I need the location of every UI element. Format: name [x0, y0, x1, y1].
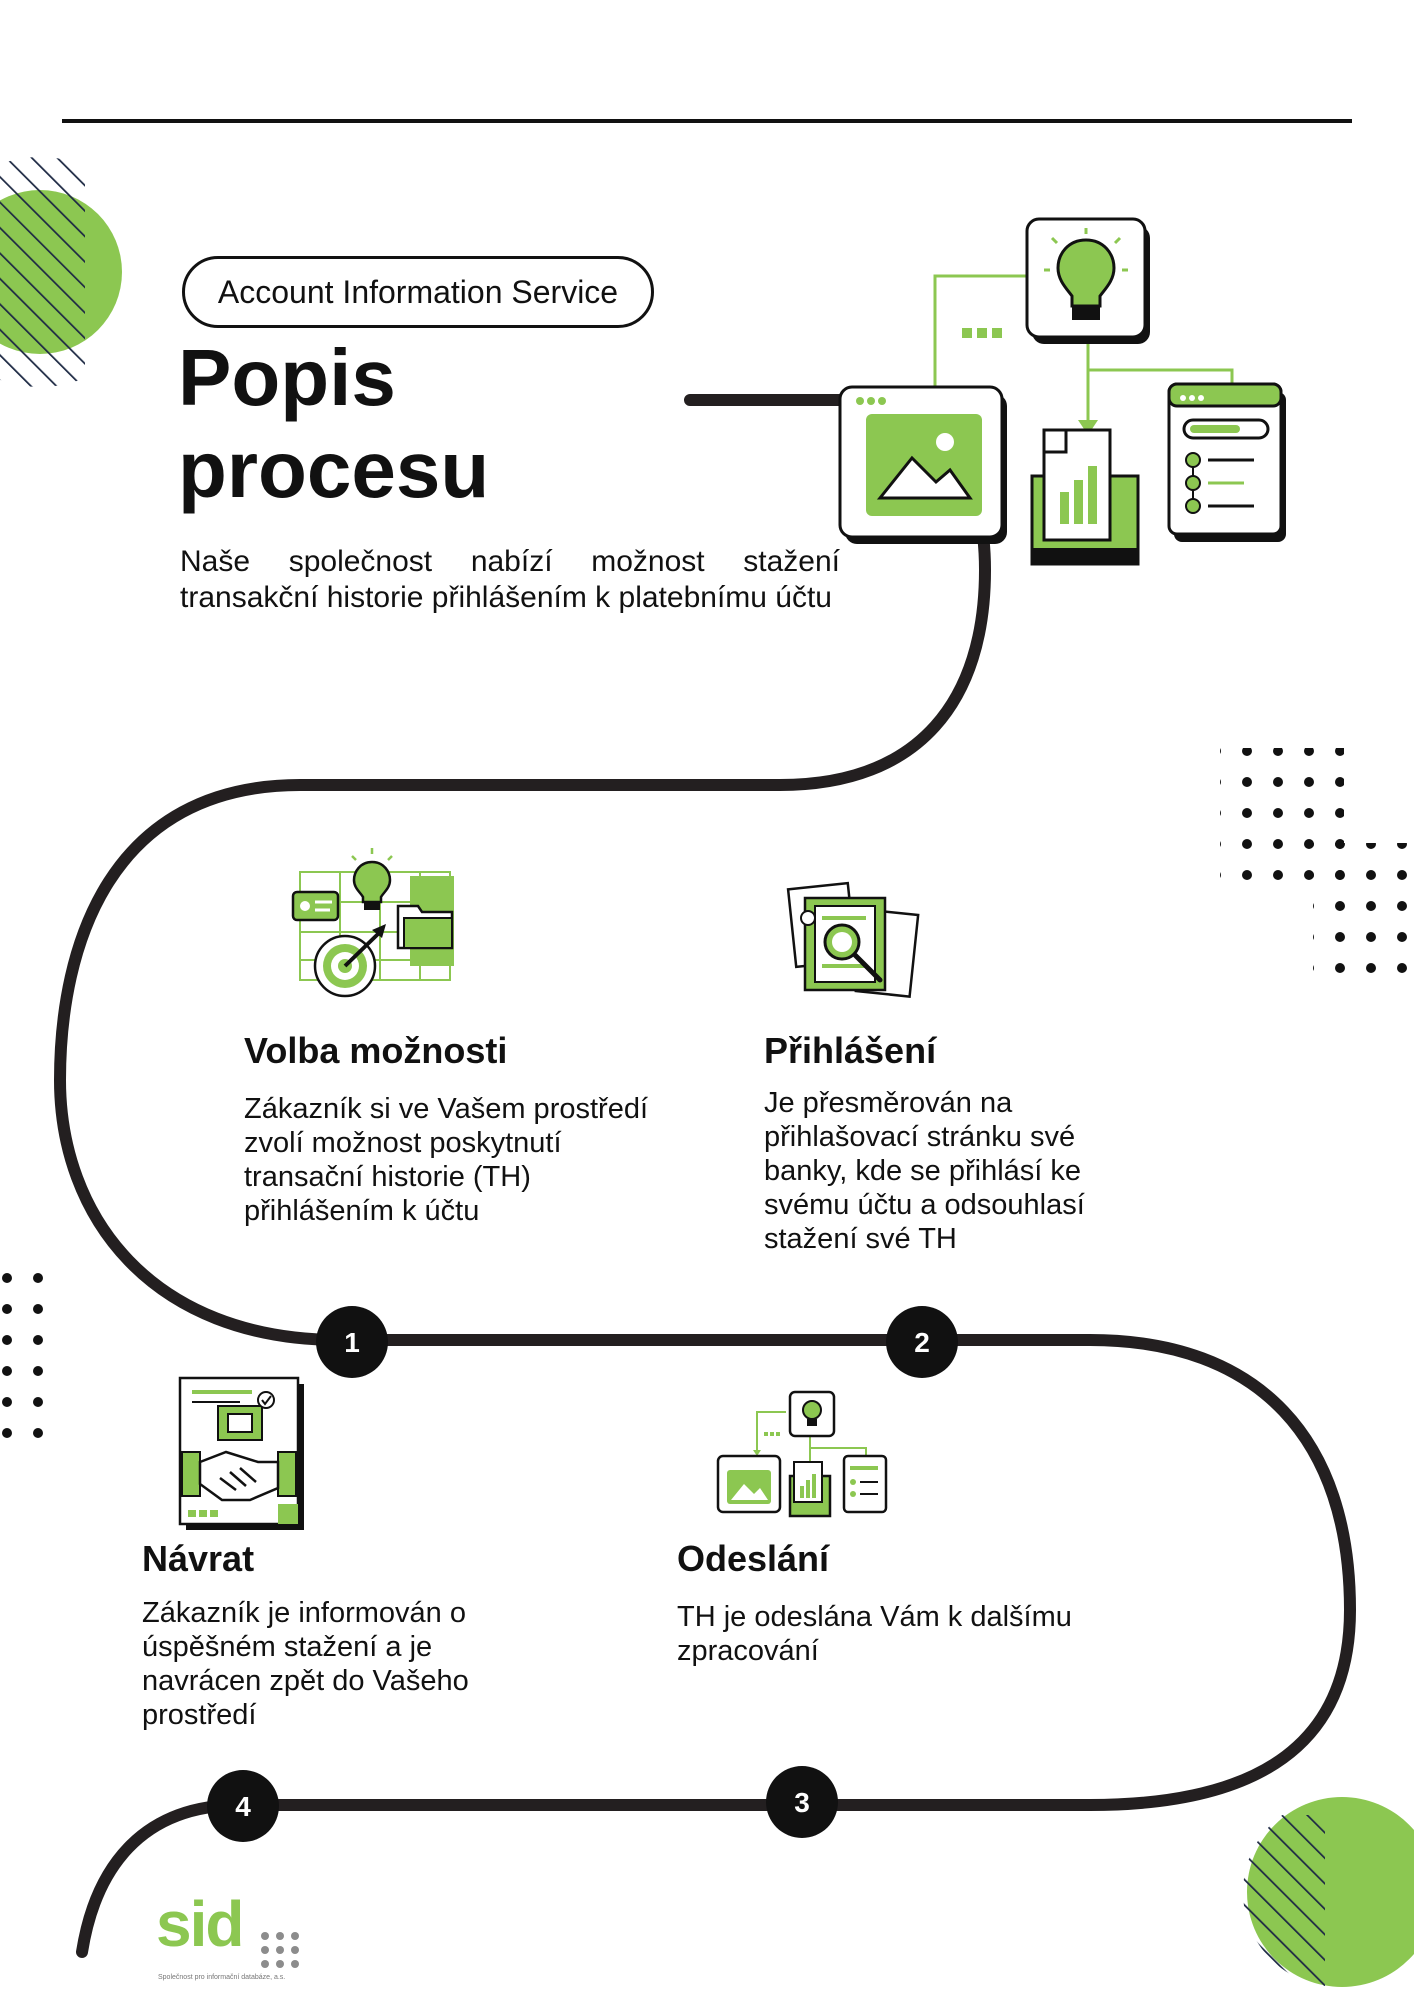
step-2-text: Je přesměrován na přihlašovací stránku s… — [764, 1087, 1085, 1255]
list-icon — [1167, 382, 1286, 542]
step-2-title: Přihlášení — [764, 1030, 937, 1071]
logo-dots-icon — [261, 1932, 299, 1968]
step-4: Návrat Zákazník je informován o úspěšném… — [142, 1538, 522, 1732]
step-number-4: 4 — [207, 1770, 279, 1842]
intro-text: Naše společnost nabízí možnost stažení t… — [180, 545, 840, 614]
svg-text:1: 1 — [344, 1327, 360, 1358]
step-4-text: Zákazník je informován o úspěšném stažen… — [142, 1597, 469, 1731]
step-3: Odeslání TH je odeslána Vám k dalšímu zp… — [677, 1538, 1137, 1668]
handshake-icon — [178, 1376, 304, 1530]
svg-text:3: 3 — [794, 1787, 810, 1818]
step-1: Volba možnosti Zákazník si ve Vašem pros… — [244, 1030, 664, 1228]
magnifier-icon — [786, 881, 920, 998]
title-line-1: Popis — [178, 333, 396, 422]
step-3-text: TH je odeslána Vám k dalšímu zpracování — [677, 1601, 1072, 1667]
company-logo-subtitle: Společnost pro informační databáze, a.s. — [158, 1974, 286, 1981]
workflow-small-icon — [716, 1390, 888, 1518]
step-3-title: Odeslání — [677, 1538, 830, 1579]
process-path — [53, 394, 1357, 1958]
step-number-3: 3 — [766, 1766, 838, 1838]
svg-text:4: 4 — [235, 1791, 251, 1822]
svg-text:2: 2 — [914, 1327, 930, 1358]
step-2: Přihlášení Je přesměrován na přihlašovac… — [764, 1030, 1144, 1256]
dot-grid-left — [0, 1265, 62, 1445]
lightbulb-icon — [1025, 217, 1150, 344]
step-number-2: 2 — [886, 1306, 958, 1378]
chart-icon — [1030, 428, 1140, 566]
service-badge: Account Information Service — [182, 256, 654, 328]
step-4-title: Návrat — [142, 1538, 255, 1579]
title-line-2: procesu — [178, 425, 490, 514]
step-1-text: Zákazník si ve Vašem prostředí zvolí mož… — [244, 1093, 649, 1227]
image-icon — [838, 385, 1007, 544]
page-title: Popis procesu — [178, 332, 489, 516]
dot-grid-right-bottom — [1313, 843, 1414, 983]
target-icon — [291, 848, 454, 998]
company-logo: sid — [156, 1888, 244, 1960]
step-number-1: 1 — [316, 1306, 388, 1378]
workflow-icon — [838, 217, 1286, 566]
step-1-title: Volba možnosti — [244, 1030, 508, 1071]
